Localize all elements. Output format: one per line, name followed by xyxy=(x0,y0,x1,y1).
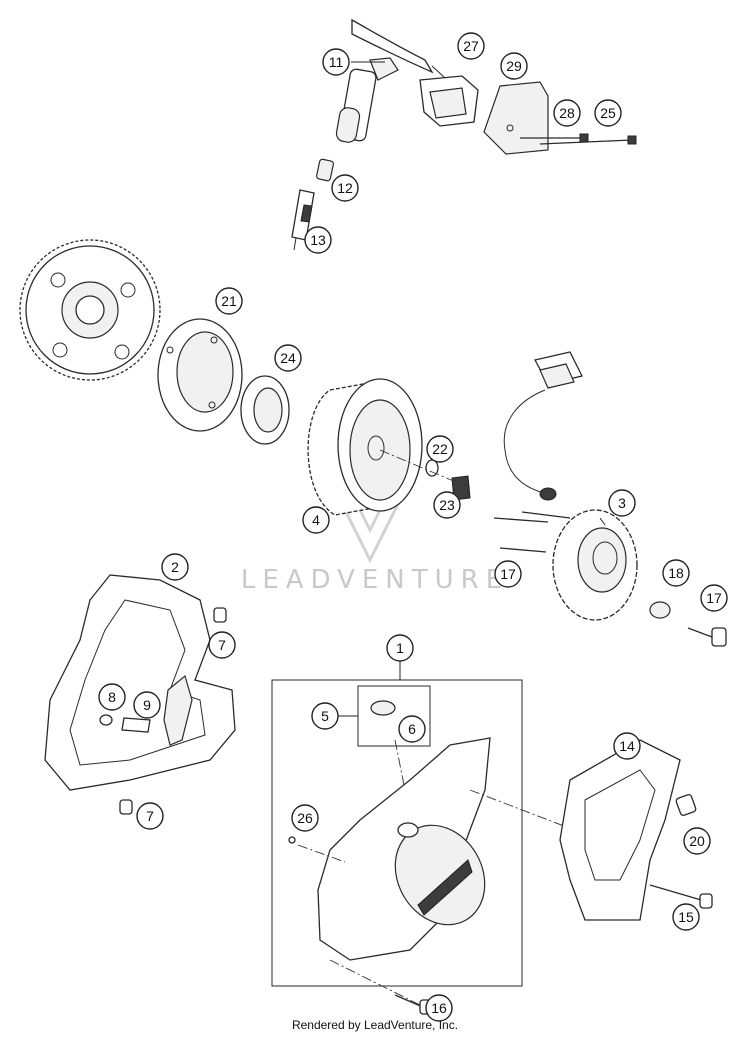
callout-9: 9 xyxy=(133,691,161,719)
callout-24: 24 xyxy=(274,344,302,372)
callout-2: 2 xyxy=(161,553,189,581)
callout-18: 17 xyxy=(700,584,728,612)
callout-16: 16 xyxy=(425,994,453,1022)
guard-screws xyxy=(649,794,713,909)
svg-text:20: 20 xyxy=(689,833,705,849)
rotor xyxy=(307,378,423,516)
ignition-cover xyxy=(297,737,591,1006)
svg-text:2: 2 xyxy=(171,559,179,575)
callout-25: 25 xyxy=(594,99,622,127)
svg-text:18: 18 xyxy=(668,565,684,581)
callout-5: 5 xyxy=(311,702,339,730)
svg-text:21: 21 xyxy=(221,293,237,309)
svg-text:8: 8 xyxy=(108,689,116,705)
callout-29: 29 xyxy=(500,52,528,80)
callout-7-lower: 7 xyxy=(136,802,164,830)
svg-text:15: 15 xyxy=(678,909,694,925)
callout-12: 12 xyxy=(331,174,359,202)
stator xyxy=(503,351,638,621)
callout-21: 21 xyxy=(215,287,243,315)
svg-text:23: 23 xyxy=(439,497,455,513)
callout-17: 17 xyxy=(494,560,522,588)
watermark-text: LEADVENTURE xyxy=(241,565,509,595)
stator-screws xyxy=(493,511,571,553)
svg-text:28: 28 xyxy=(559,105,575,121)
svg-text:16: 16 xyxy=(431,1000,447,1016)
callout-15: 15 xyxy=(672,903,700,931)
svg-text:27: 27 xyxy=(463,38,479,54)
callout-26: 26 xyxy=(291,804,319,832)
svg-text:17: 17 xyxy=(706,590,722,606)
callout-22: 22 xyxy=(426,435,454,463)
svg-text:11: 11 xyxy=(329,54,344,70)
callout-11: 11 xyxy=(322,48,350,76)
ignition-coil xyxy=(335,18,434,143)
svg-text:6: 6 xyxy=(408,721,416,737)
svg-text:17: 17 xyxy=(500,566,516,582)
cover-plate xyxy=(483,81,549,155)
svg-text:5: 5 xyxy=(321,708,329,724)
svg-text:3: 3 xyxy=(618,495,626,511)
washer-bolt xyxy=(649,601,727,647)
callout-3: 3 xyxy=(608,489,636,517)
callout-27: 27 xyxy=(457,32,485,60)
svg-text:9: 9 xyxy=(143,697,151,713)
footer-credit: Rendered by LeadVenture, Inc. xyxy=(291,1018,459,1032)
callout-19: 18 xyxy=(662,559,690,587)
screws-28-25 xyxy=(520,133,637,145)
svg-text:7: 7 xyxy=(218,637,226,653)
svg-text:4: 4 xyxy=(312,512,320,528)
kit-box xyxy=(271,679,523,987)
callout-14: 14 xyxy=(613,732,641,760)
svg-text:14: 14 xyxy=(619,738,635,754)
svg-text:22: 22 xyxy=(432,441,448,457)
dowels xyxy=(99,714,151,733)
callout-1: 1 xyxy=(386,634,414,662)
guard xyxy=(559,739,681,921)
starter-gear xyxy=(19,239,161,381)
svg-text:24: 24 xyxy=(280,350,296,366)
svg-text:25: 25 xyxy=(600,105,616,121)
callout-23: 23 xyxy=(433,491,461,519)
ignition-module xyxy=(419,65,479,127)
callout-8: 8 xyxy=(98,683,126,711)
svg-text:29: 29 xyxy=(506,58,522,74)
svg-text:1: 1 xyxy=(396,640,404,656)
svg-text:13: 13 xyxy=(310,232,326,248)
washer-nut xyxy=(379,449,471,501)
callout-20: 20 xyxy=(683,827,711,855)
svg-text:7: 7 xyxy=(146,808,154,824)
callout-6: 6 xyxy=(398,715,426,743)
svg-text:26: 26 xyxy=(297,810,313,826)
callout-7-upper: 7 xyxy=(208,631,236,659)
svg-text:12: 12 xyxy=(337,180,353,196)
callout-13: 13 xyxy=(304,226,332,254)
gasket xyxy=(44,574,236,791)
freewheel xyxy=(157,318,243,432)
gasket-screws xyxy=(119,607,227,815)
spark-plug xyxy=(291,158,334,251)
callout-28: 28 xyxy=(553,99,581,127)
callout-4: 4 xyxy=(302,506,330,534)
bearing xyxy=(240,375,290,445)
